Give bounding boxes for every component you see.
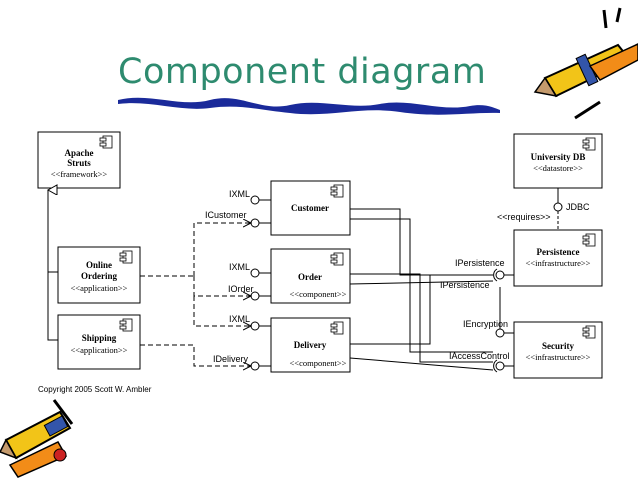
component-stereotype: <<infrastructure>> (526, 258, 591, 268)
dependency-online-ordering (140, 223, 251, 326)
dependency-stereotype: <<requires>> (497, 212, 551, 222)
component-name: Delivery (294, 340, 327, 350)
generalization-connector (48, 190, 58, 341)
component-delivery: Delivery <<component>> (270, 317, 351, 373)
interface-label: IPersistence (440, 280, 490, 290)
component-university-db: University DB <<datastore>> (513, 133, 603, 189)
dependency-shipping (140, 344, 251, 366)
component-stereotype: <<component>> (290, 358, 347, 368)
component-icon (330, 184, 344, 198)
interface-iorder: IOrder (228, 284, 271, 301)
title-underline-wave (118, 97, 500, 115)
interface-idelivery: IDelivery (213, 354, 271, 371)
interface-label: IOrder (228, 284, 254, 294)
component-stereotype: <<application>> (71, 283, 128, 293)
component-stereotype: <<component>> (290, 289, 347, 299)
interface-label: IPersistence (455, 258, 505, 268)
component-order: Order <<component>> (270, 248, 351, 304)
component-name: Struts (67, 158, 91, 168)
component-name: Security (542, 341, 574, 351)
component-stereotype: <<framework>> (51, 169, 108, 179)
interface-ipersistence: IPersistence IPersistence (440, 258, 514, 290)
interface-label: IAccessControl (449, 351, 510, 361)
component-name: Order (298, 272, 322, 282)
component-stereotype: <<infrastructure>> (526, 352, 591, 362)
component-stereotype: <<application>> (71, 345, 128, 355)
component-name: Apache (65, 148, 94, 158)
component-icon (99, 135, 113, 149)
component-apache-struts: Apache Struts <<framework>> (37, 131, 121, 189)
component-shipping: Shipping <<application>> (57, 314, 141, 370)
interface-iaccesscontrol: IAccessControl (449, 351, 514, 373)
slide-title: Component diagram (118, 52, 487, 92)
interface-customer-ixml: IXML (229, 189, 271, 205)
interface-jdbc: JDBC <<requires>> (497, 188, 590, 230)
component-icon (582, 325, 596, 339)
component-icon (330, 252, 344, 266)
interface-label: IXML (229, 262, 250, 272)
interface-label: IEncryption (463, 319, 508, 329)
component-customer: Customer (270, 180, 351, 236)
interface-label: JDBC (566, 202, 590, 212)
component-icon (119, 250, 133, 264)
component-icon (582, 233, 596, 247)
interface-label: IXML (229, 189, 250, 199)
component-name: Persistence (537, 247, 580, 257)
pencil-clipart-top-right (533, 7, 638, 120)
connectors-to-infrastructure (349, 208, 501, 371)
component-name: University DB (531, 152, 586, 162)
component-icon (119, 318, 133, 332)
component-icon (582, 137, 596, 151)
component-name: Shipping (82, 333, 117, 343)
component-name: Customer (291, 203, 329, 213)
interface-delivery-ixml: IXML (229, 314, 271, 331)
component-online-ordering: Online Ordering <<application>> (57, 246, 141, 304)
component-security: Security <<infrastructure>> (513, 321, 603, 379)
interface-label: ICustomer (205, 210, 247, 220)
component-name: Online (86, 260, 112, 270)
copyright-text: Copyright 2005 Scott W. Ambler (38, 385, 152, 394)
interface-order-ixml: IXML (229, 262, 271, 278)
interface-label: IXML (229, 314, 250, 324)
interface-iencryption: IEncryption (463, 319, 514, 338)
interface-icustomer: ICustomer (205, 210, 271, 228)
component-icon (330, 321, 344, 335)
component-stereotype: <<datastore>> (533, 163, 583, 173)
component-name: Ordering (81, 271, 117, 281)
interface-label: IDelivery (213, 354, 249, 364)
pencil-clipart-bottom-left (0, 399, 74, 478)
component-persistence: Persistence <<infrastructure>> (513, 229, 603, 287)
